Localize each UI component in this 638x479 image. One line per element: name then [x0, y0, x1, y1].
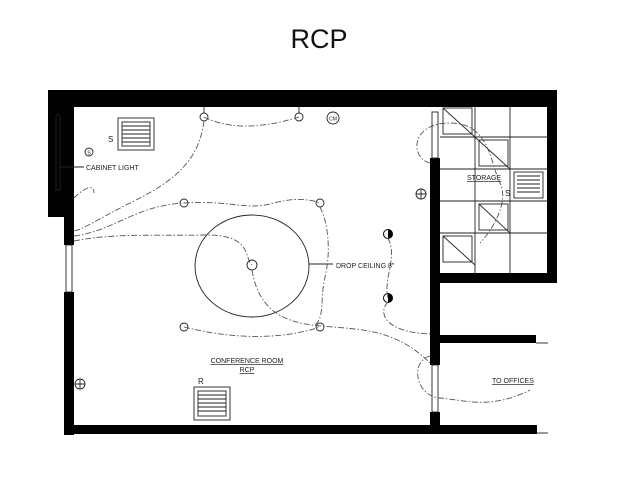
walls [48, 90, 557, 435]
supply-label-conference: S [108, 135, 113, 144]
storage-ceiling-grid [440, 107, 547, 273]
cm-label: CM [329, 117, 337, 123]
diffuser-supply-conference [117, 117, 155, 151]
return-label: R [198, 377, 204, 386]
cabinet-light-label: CABINET LIGHT [86, 165, 139, 172]
diffuser-return-conference [193, 386, 231, 421]
storage-label: STORAGE [467, 175, 501, 182]
to-offices-label: TO OFFICES [492, 378, 534, 385]
slide-title: RCP [290, 24, 348, 54]
room-sub-label: RCP [240, 367, 255, 374]
supply-label-storage: S [505, 189, 510, 198]
switch-label: S [87, 151, 91, 157]
wall-sconces [383, 229, 393, 303]
light-fixtures [74, 107, 427, 390]
openings [55, 111, 548, 434]
diffuser-supply-storage [513, 171, 544, 199]
drop-ceiling-label: DROP CEILING 8" [336, 263, 395, 270]
room-name-label: CONFERENCE ROOM [211, 358, 284, 365]
wiring-runs [73, 116, 531, 403]
drop-ceiling-circle [194, 214, 310, 318]
